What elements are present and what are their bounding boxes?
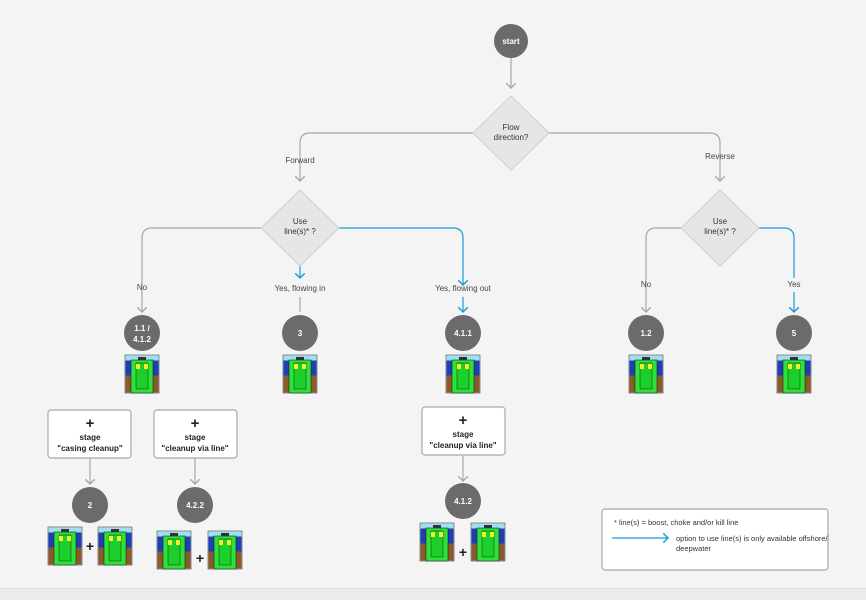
- well-diagram-2b: [97, 526, 133, 566]
- well-diagram-5: [776, 354, 812, 394]
- branch-forward-label: Forward: [285, 156, 314, 165]
- stage-box-casing-cleanup: + stage "casing cleanup": [47, 409, 132, 459]
- plus-icon: +: [86, 415, 95, 432]
- step-5-label: 5: [792, 329, 797, 338]
- step-1-2-label: 1.2: [640, 329, 652, 338]
- reverse-use-lines-decision: Use line(s)* ?: [680, 189, 760, 267]
- bottom-ruler: [0, 588, 866, 600]
- stage-word: stage: [80, 433, 101, 442]
- well-diagram-4-1-1: [445, 354, 481, 394]
- legend-note: * line(s) = boost, choke and/or kill lin…: [614, 518, 738, 527]
- stage-line-label: "cleanup via line": [161, 444, 228, 453]
- step-node-2: 2: [72, 487, 108, 523]
- stage-line-label: "cleanup via line": [429, 441, 496, 450]
- well-diagram-4-1-2b: [470, 522, 506, 562]
- edges: [90, 57, 794, 484]
- legend-option-line2: deepwater: [676, 544, 712, 553]
- edge-label-yes-in: Yes, flowing in: [275, 284, 326, 293]
- step-node-4-1-2: 4.1.2: [445, 483, 481, 519]
- well-diagram-4-2-2a: [156, 530, 192, 570]
- well-diagram-4-1-2a: [419, 522, 455, 562]
- edge-flow-reverse: [548, 132, 720, 181]
- flow-decision-line1: Flow: [503, 123, 520, 132]
- start-node: start: [494, 24, 528, 58]
- step-3-label: 3: [298, 329, 303, 338]
- forward-use-lines-decision: Use line(s)* ?: [260, 189, 340, 267]
- reverse-decision-line2: line(s)* ?: [704, 227, 736, 236]
- step-4-2-2-label: 4.2.2: [186, 501, 204, 510]
- edge-label-no-forward: No: [137, 283, 148, 292]
- reverse-decision-line1: Use: [713, 217, 728, 226]
- flow-direction-decision: Flow direction?: [472, 95, 550, 171]
- edge-label-yes-out: Yes, flowing out: [435, 284, 492, 293]
- edge-flow-forward: [300, 132, 474, 181]
- step-4-1-1-label: 4.1.1: [454, 329, 472, 338]
- edge-lines-no: [142, 227, 263, 312]
- step-node-4-1-1: 4.1.1: [445, 315, 481, 351]
- flow-decision-line2: direction?: [494, 133, 529, 142]
- forward-decision-line1: Use: [293, 217, 308, 226]
- edge-rev-lines-no: [646, 227, 683, 312]
- well-diagram-3: [282, 354, 318, 394]
- step-node-1-1: 1.1 / 4.1.2: [124, 315, 160, 351]
- forward-decision-line2: line(s)* ?: [284, 227, 316, 236]
- stage-word: stage: [453, 430, 474, 439]
- step-node-3: 3: [282, 315, 318, 351]
- stage-box-cleanup-via-line: + stage "cleanup via line": [153, 409, 238, 459]
- plus-icon: +: [196, 550, 204, 566]
- branch-reverse-label: Reverse: [705, 152, 735, 161]
- edge-rev-lines-yes: [758, 227, 795, 278]
- step-node-5: 5: [776, 315, 812, 351]
- step-4-1-2-label: 4.1.2: [454, 497, 472, 506]
- stage-box-cleanup-via-line-2: + stage "cleanup via line": [421, 406, 506, 456]
- edge-label-no-reverse: No: [641, 280, 652, 289]
- plus-icon: +: [459, 544, 467, 560]
- stage-casing-label: "casing cleanup": [57, 444, 123, 453]
- step-1-1-line1: 1.1 /: [134, 324, 150, 333]
- edge-label-yes-reverse: Yes: [787, 280, 800, 289]
- well-diagram-4-2-2b: [207, 530, 243, 570]
- legend-box: * line(s) = boost, choke and/or kill lin…: [601, 508, 829, 571]
- plus-icon: +: [191, 415, 200, 432]
- stage-word: stage: [185, 433, 206, 442]
- step-node-4-2-2: 4.2.2: [177, 487, 213, 523]
- well-diagram-2a: [47, 526, 83, 566]
- legend-option-line1: option to use line(s) is only available …: [676, 534, 829, 543]
- step-1-1-line2: 4.1.2: [133, 335, 151, 344]
- step-node-1-2: 1.2: [628, 315, 664, 351]
- well-diagram-1-2: [628, 354, 664, 394]
- plus-icon: +: [86, 538, 94, 554]
- step-2-label: 2: [88, 501, 93, 510]
- plus-icon: +: [459, 412, 468, 429]
- start-label: start: [502, 37, 520, 46]
- edge-lines-yes-out: [338, 227, 463, 285]
- well-diagram-1-1: [124, 354, 160, 394]
